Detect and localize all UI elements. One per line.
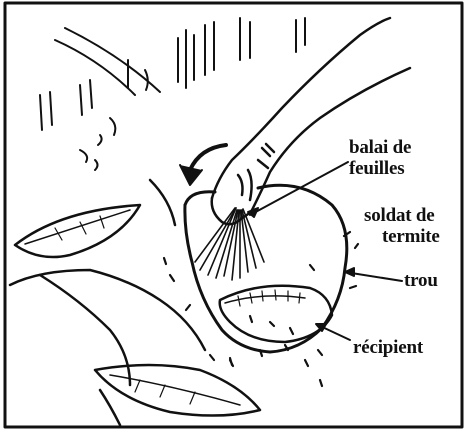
- background-hatching: [40, 18, 305, 170]
- label-pointers: [248, 162, 402, 340]
- leaf-broom: [195, 208, 264, 280]
- label-leaf-broom-line1: balai de: [349, 137, 411, 158]
- branch-lines: [55, 28, 160, 95]
- label-hole: trou: [404, 270, 438, 291]
- leaves: [10, 180, 260, 425]
- label-termite-soldier-line1: soldat de: [364, 205, 440, 226]
- label-termite-soldier: soldat de termite: [364, 205, 440, 247]
- label-container: récipient: [353, 337, 423, 358]
- label-leaf-broom: balai de feuilles: [349, 137, 411, 179]
- container-bowl: [220, 286, 332, 342]
- label-termite-soldier-line2: termite: [364, 226, 440, 247]
- label-leaf-broom-line2: feuilles: [349, 158, 411, 179]
